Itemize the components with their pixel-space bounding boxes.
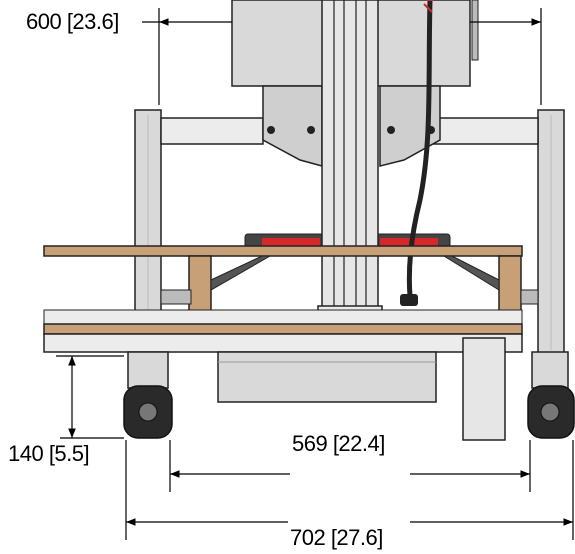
cable xyxy=(400,0,434,306)
vertical-mast xyxy=(321,0,379,319)
dimension-floor-clearance xyxy=(56,355,124,439)
dimension-label-top-width: 600 [23.6] xyxy=(26,9,119,34)
dimension-overall-width xyxy=(125,440,574,540)
dimension-label-inner-width: 569 [22.4] xyxy=(292,431,385,456)
dimension-label-overall-width: 702 [27.6] xyxy=(290,525,383,550)
left-caster xyxy=(123,351,173,439)
wood-block xyxy=(188,255,522,325)
dimension-label-floor-clearance: 140 [5.5] xyxy=(8,441,90,466)
diagonal-brace xyxy=(210,255,500,291)
right-caster xyxy=(527,351,575,439)
upper-board xyxy=(43,245,523,257)
base-frame xyxy=(43,309,523,353)
right-leg-plate xyxy=(462,337,506,441)
dimension-top-width xyxy=(142,8,542,105)
under-tray xyxy=(217,351,437,403)
top-crossbar xyxy=(160,117,539,145)
dimension-inner-width xyxy=(169,440,531,492)
side-rail xyxy=(160,289,539,305)
right-upright xyxy=(537,109,565,356)
